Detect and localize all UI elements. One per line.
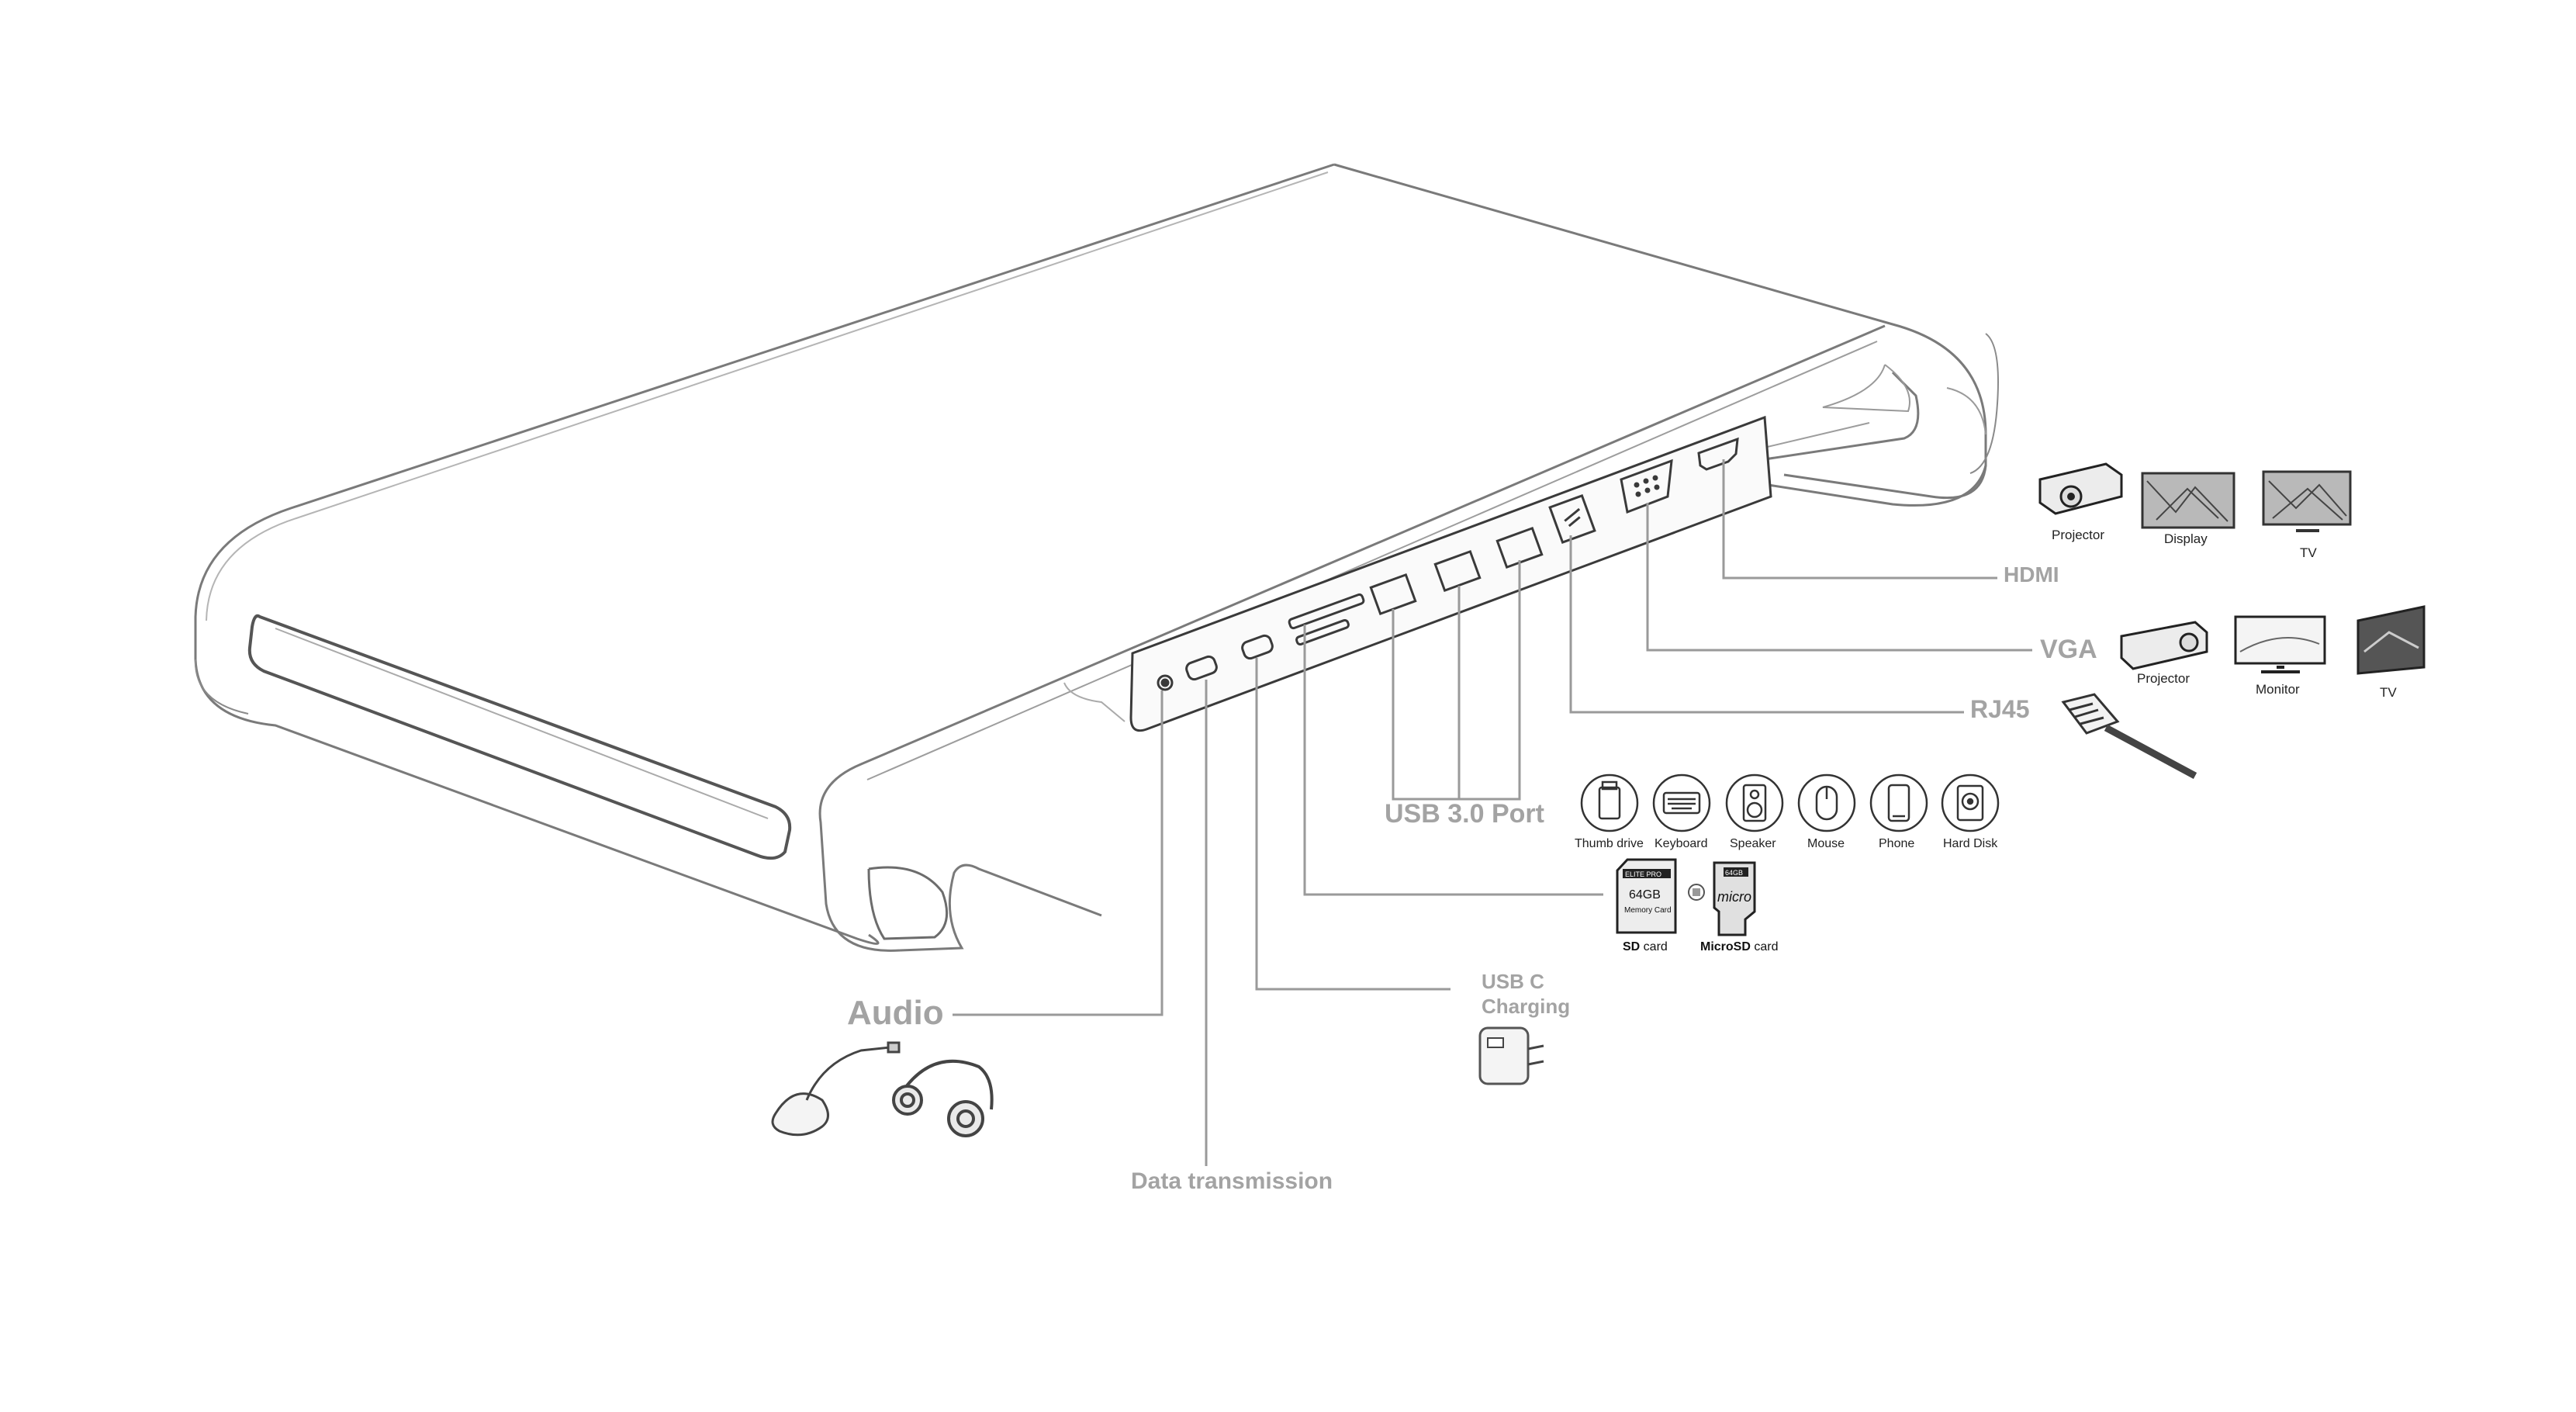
projector-icon <box>2120 621 2208 670</box>
tv-icon <box>2262 470 2352 532</box>
vga-monitor-caption: Monitor <box>2256 682 2300 697</box>
monitor-stand <box>194 163 1999 952</box>
thumb-drive-icon <box>1580 773 1639 832</box>
mouse-icon <box>1797 773 1856 832</box>
projector-icon <box>2038 462 2123 515</box>
usbc-label-line1: USB C <box>1482 970 1544 993</box>
sd-card-caption: SD card <box>1623 940 1668 953</box>
usb-speaker-caption: Speaker <box>1730 837 1776 850</box>
usbc-label-line2: Charging <box>1482 995 1570 1018</box>
tv-icon <box>2356 605 2426 675</box>
vga-devices: Projector Monitor TV <box>2120 605 2426 700</box>
audio-label: Audio <box>847 994 944 1032</box>
usb-thumb-drive-caption: Thumb drive <box>1575 837 1644 850</box>
port-panel <box>1129 415 1772 732</box>
sd-card-icon: ELITE PRO 64GB Memory Card <box>1616 858 1677 934</box>
sd-card-caption-bold: SD <box>1623 940 1640 953</box>
sd-card-capacity: 64GB <box>1629 888 1661 902</box>
hdmi-devices: Projector Display TV <box>2038 462 2352 560</box>
display-icon <box>2141 472 2235 529</box>
vga-label: VGA <box>2040 635 2097 664</box>
sd-card-caption-rest: card <box>1640 940 1668 953</box>
ethernet-cable-icon <box>2061 693 2197 779</box>
usb-keyboard-caption: Keyboard <box>1655 837 1708 850</box>
hdmi-tv-caption: TV <box>2300 545 2317 560</box>
sd-card-brand: ELITE PRO <box>1625 870 1661 878</box>
callout-lines <box>953 459 2032 1166</box>
usb-mouse-caption: Mouse <box>1807 837 1845 850</box>
usb-phone-caption: Phone <box>1879 837 1914 850</box>
microsd-card-caption-rest: card <box>1751 940 1779 953</box>
rj45-label: RJ45 <box>1970 695 2030 723</box>
hdmi-display-caption: Display <box>2164 531 2208 546</box>
usb3-label: USB 3.0 Port <box>1385 799 1544 829</box>
hdmi-projector-caption: Projector <box>2052 528 2104 542</box>
data-transmission-label: Data transmission <box>1131 1168 1333 1194</box>
power-adapter-icon <box>1478 1026 1544 1085</box>
microsd-card-word: micro <box>1717 889 1751 905</box>
microsd-card-icon: 64GB micro <box>1713 861 1756 936</box>
vga-projector-caption: Projector <box>2137 671 2190 686</box>
microsd-card-caption: MicroSD card <box>1700 940 1778 953</box>
adapter-icon <box>1688 884 1705 901</box>
microsd-card-capacity: 64GB <box>1725 869 1743 877</box>
microphone-icon <box>771 1041 901 1137</box>
headphones-icon <box>892 1059 994 1137</box>
hard-disk-icon <box>1941 773 2000 832</box>
monitor-icon <box>2234 615 2326 673</box>
usb-hard-disk-caption: Hard Disk <box>1943 837 1998 850</box>
keyboard-icon <box>1652 773 1711 832</box>
microsd-card-caption-bold: MicroSD <box>1700 940 1751 953</box>
phone-icon <box>1869 773 1928 832</box>
usb-devices <box>1580 773 2000 832</box>
sd-card-subtitle: Memory Card <box>1624 906 1672 915</box>
vga-tv-caption: TV <box>2380 685 2397 700</box>
hdmi-label: HDMI <box>2004 562 2059 587</box>
speaker-icon <box>1725 773 1784 832</box>
